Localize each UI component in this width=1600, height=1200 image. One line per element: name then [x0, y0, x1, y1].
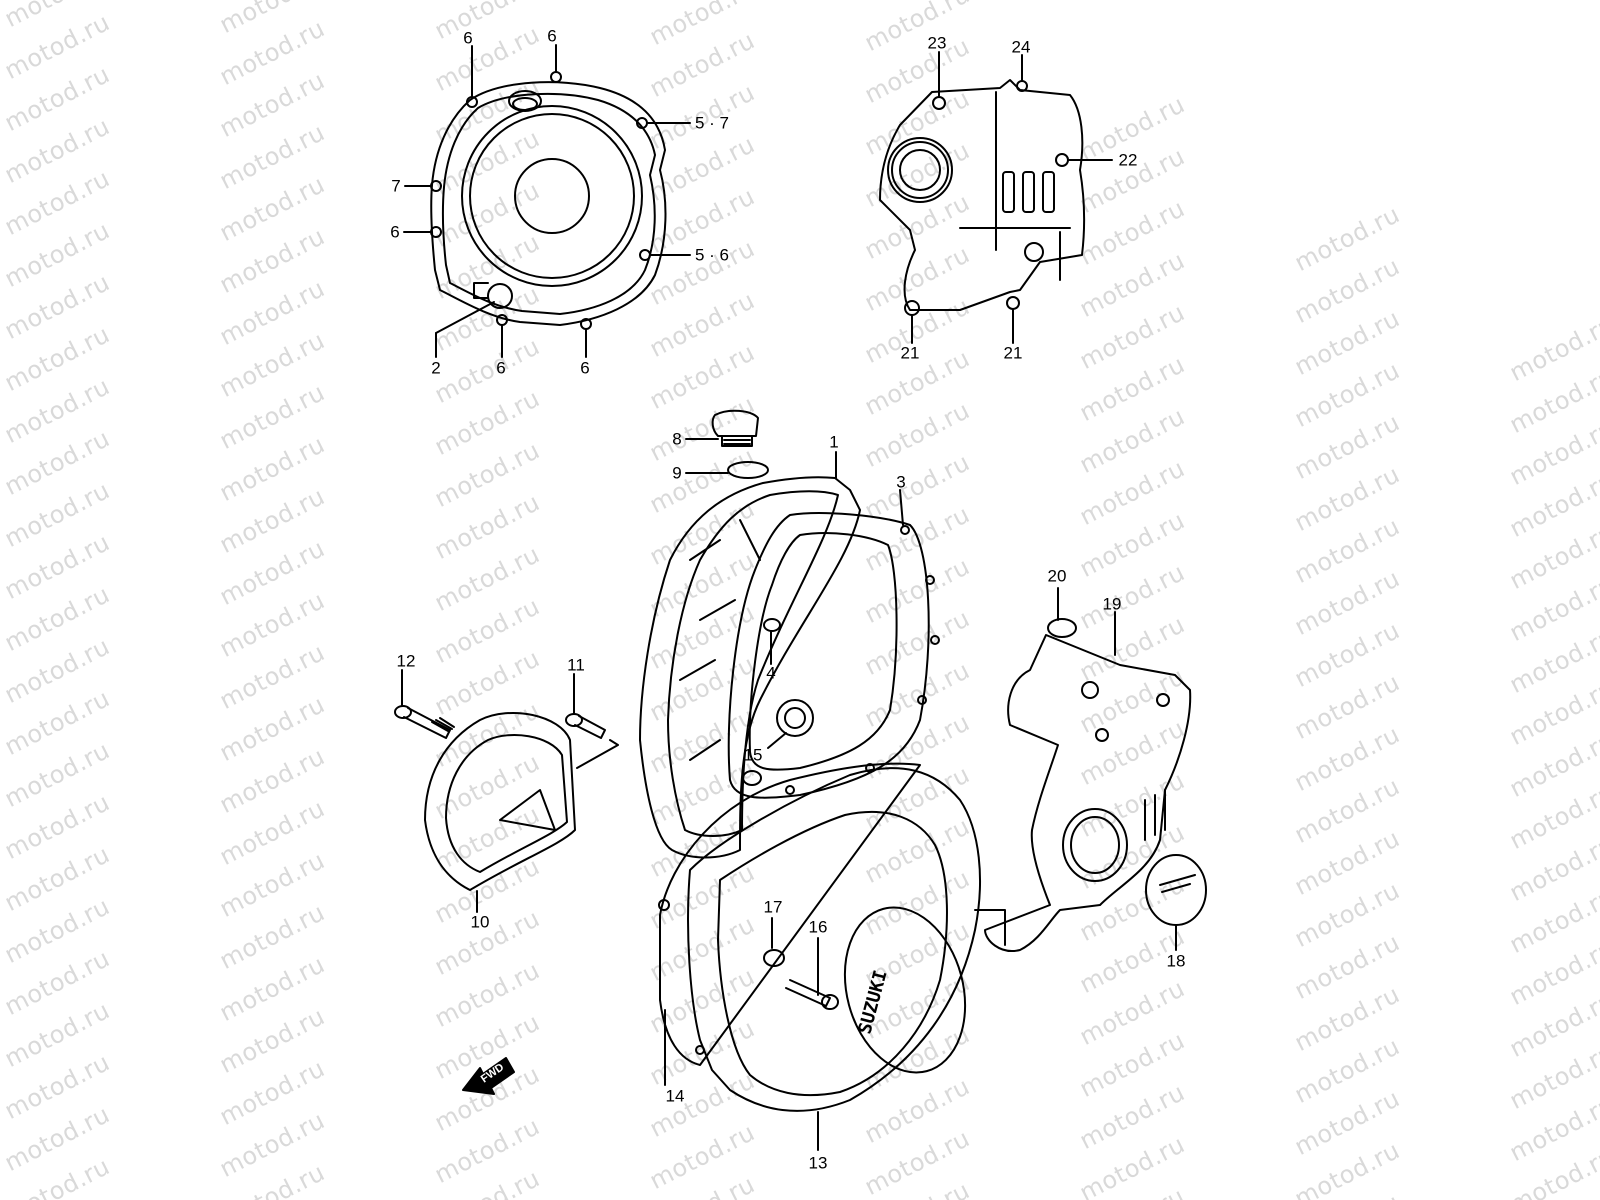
callout-label-c3: 3	[896, 472, 906, 492]
callout-label-c7: 7	[391, 176, 401, 196]
callout-label-c16: 16	[808, 917, 828, 937]
callout-label-c4: 4	[766, 663, 776, 683]
callout-label-c6a: 6	[463, 28, 473, 48]
callout-label-c23: 23	[927, 33, 947, 53]
callout-label-c17: 17	[763, 897, 783, 917]
callout-label-c6e: 6	[580, 358, 590, 378]
suzuki-logo: SUZUKI	[855, 968, 892, 1036]
callout-label-c10: 10	[470, 912, 490, 932]
callout-label-c21b: 21	[1003, 343, 1023, 363]
callout-label-c24: 24	[1011, 37, 1031, 57]
callout-label-c57: 5 · 7	[694, 113, 730, 133]
callout-label-c22: 22	[1118, 150, 1138, 170]
callout-label-c9: 9	[672, 463, 682, 483]
callout-label-c11: 11	[567, 655, 585, 675]
callout-label-c21a: 21	[900, 343, 920, 363]
starter-cover-19	[974, 587, 1207, 952]
callout-label-c6c: 6	[390, 222, 400, 242]
callout-label-c19: 19	[1102, 594, 1122, 614]
clutch-cover-top-left	[403, 44, 691, 358]
callout-label-c56: 5 · 6	[694, 245, 730, 265]
callout-label-c6b: 6	[547, 26, 557, 46]
main-clutch-cover	[639, 409, 940, 859]
callout-label-c1: 1	[829, 432, 839, 452]
magneto-cover-13: SUZUKI	[658, 762, 981, 1151]
callout-label-c6d: 6	[496, 358, 506, 378]
callout-label-c12: 12	[396, 651, 416, 671]
callout-label-c13: 13	[808, 1153, 828, 1173]
callout-label-c20: 20	[1047, 566, 1067, 586]
callout-label-c8: 8	[672, 429, 682, 449]
callout-label-c2: 2	[431, 358, 441, 378]
callout-label-c18: 18	[1166, 951, 1186, 971]
cover-10-with-bolts	[394, 669, 619, 913]
sprocket-cover-top-right	[879, 51, 1113, 344]
callout-label-c15: 15	[743, 745, 763, 765]
fwd-direction-arrow: FWD	[462, 1057, 515, 1095]
callout-label-c14: 14	[665, 1086, 685, 1106]
